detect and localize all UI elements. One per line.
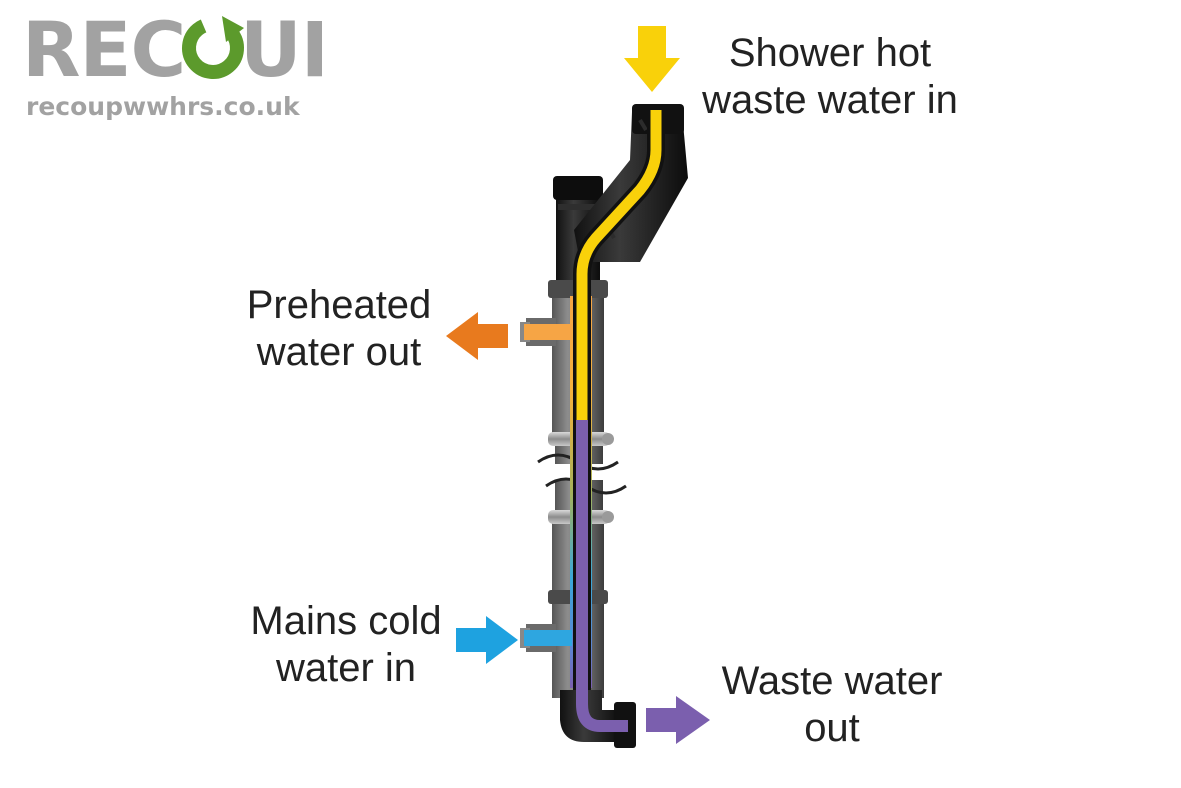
label-line: Mains cold [250, 599, 442, 643]
waste-outlet-elbow [560, 690, 636, 748]
arrow-down-icon [624, 26, 680, 92]
flow-waste-water [576, 420, 628, 732]
label-line: Waste water [721, 659, 943, 703]
label-shower-hot-waste-water-in: Shower hot waste water in [700, 30, 960, 124]
label-line: water in [275, 646, 417, 690]
arrow-right-icon [646, 696, 710, 744]
logo-letters-rec: REC [22, 14, 185, 86]
label-line: Preheated [246, 283, 432, 327]
label-preheated-water-out: Preheated water out [236, 282, 442, 376]
arrow-left-icon [446, 312, 508, 360]
recoup-logo: REC UP [22, 5, 356, 99]
label-line: Shower hot [728, 31, 932, 75]
arrow-right-icon [456, 616, 518, 664]
label-line: waste water in [702, 78, 958, 122]
label-waste-water-out: Waste water out [716, 658, 948, 752]
flow-cold-water [524, 630, 572, 646]
logo-url: recoupwwhrs.co.uk [26, 92, 300, 121]
recycle-o-icon [182, 16, 244, 80]
recoup-logo-graphic: REC UP [22, 5, 356, 94]
label-mains-cold-water-in: Mains cold water in [240, 598, 452, 692]
label-line: out [804, 706, 860, 750]
flow-hot-waste-water [573, 110, 665, 690]
label-line: water out [256, 330, 422, 374]
